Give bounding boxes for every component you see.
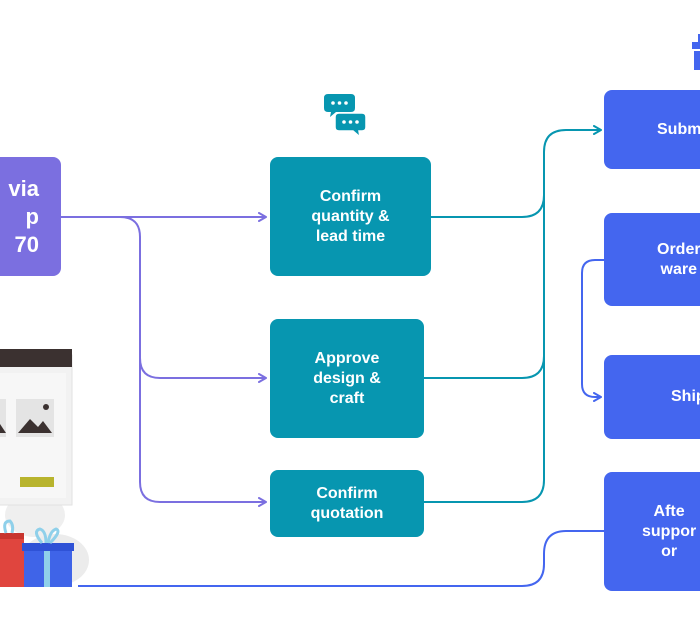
confirm-quantity-lead-time-node: Confirm quantity & lead time <box>270 157 431 276</box>
wire-confirm-quote-to-submit <box>424 356 545 503</box>
ship-node-label: Ship <box>671 388 700 405</box>
gift-icon <box>692 34 700 70</box>
wire-order-to-ship <box>581 259 604 402</box>
submit-node: Subm <box>604 90 700 169</box>
start-node-label: via p 70 <box>8 175 39 257</box>
after-sales-node-label: Afte suppor or <box>642 502 697 560</box>
confirm-quantity-lead-time-label: Confirm quantity & lead time <box>311 187 390 245</box>
submit-node-label: Subm <box>657 120 700 138</box>
after-sales-node: Afte suppor or <box>604 472 700 591</box>
wire-start-to-confirm-quote <box>139 358 267 507</box>
confirm-quotation-node: Confirm quotation <box>270 470 424 537</box>
wire-illustration-to-after <box>78 530 604 587</box>
wire-start-to-approve-design <box>119 216 267 383</box>
wire-confirm-qty-to-submit <box>430 125 602 218</box>
order-warehouse-node-label: Order ware <box>657 240 700 278</box>
ship-node: Ship <box>604 355 700 439</box>
approve-design-craft-label: Approve design & craft <box>313 349 381 407</box>
storefront-gift-illustration <box>0 349 89 587</box>
approve-design-craft-node: Approve design & craft <box>270 319 424 438</box>
confirm-quotation-label: Confirm quotation <box>310 484 384 522</box>
chat-bubbles-icon <box>324 94 367 139</box>
wire-approve-design-to-submit <box>424 195 545 379</box>
start-node: via p 70 <box>0 157 61 276</box>
order-warehouse-node: Order ware <box>604 213 700 306</box>
